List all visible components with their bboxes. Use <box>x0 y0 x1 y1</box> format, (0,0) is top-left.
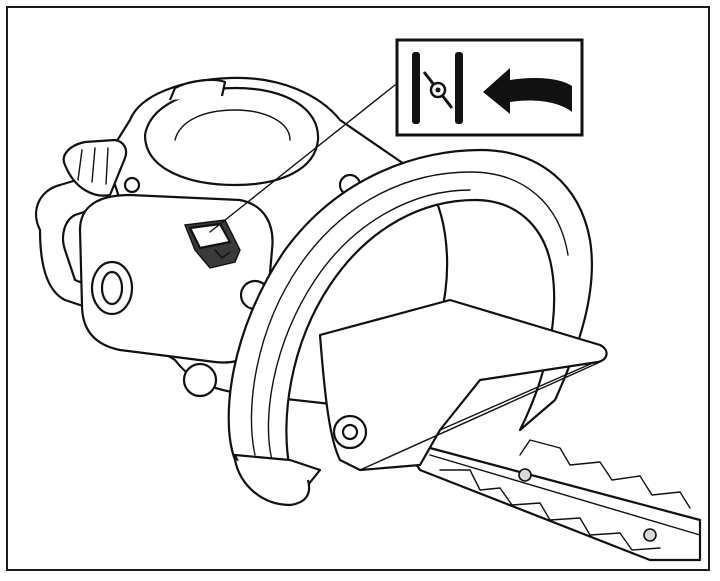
cutter-blade <box>398 438 702 562</box>
choke-lever <box>184 219 241 269</box>
front-loop-handle <box>227 148 594 507</box>
choke-lever-symbol-icon <box>412 52 463 124</box>
curved-arrow-icon <box>483 68 572 114</box>
choke-callout-box <box>395 38 584 137</box>
callout-leader-line <box>209 84 396 233</box>
hand-guard <box>318 298 608 472</box>
